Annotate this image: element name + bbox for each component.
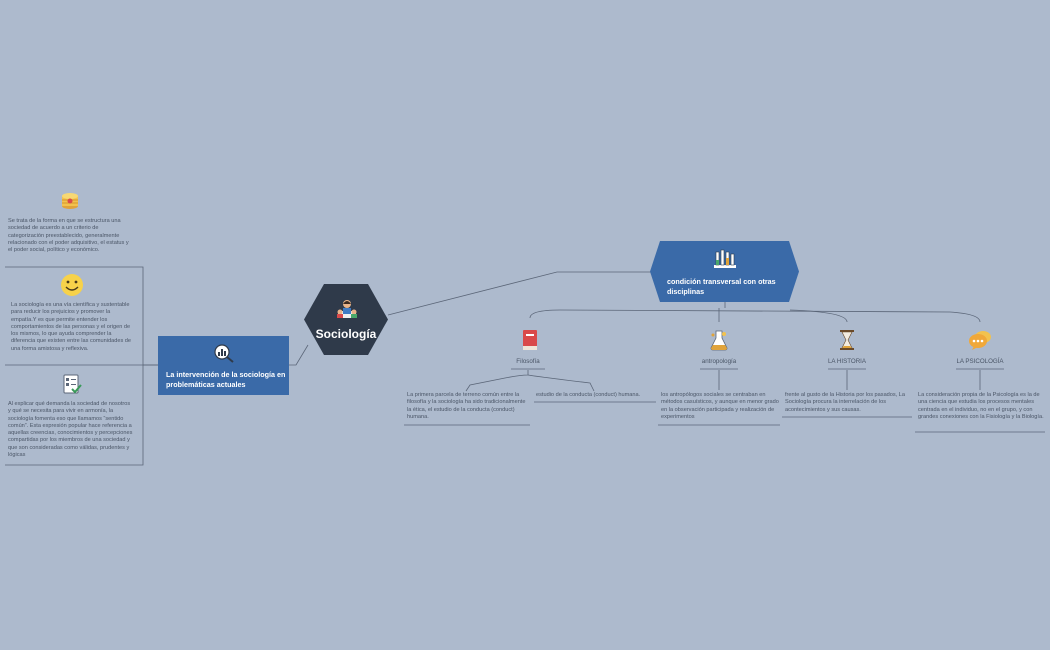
central-topic[interactable]: Sociología	[304, 284, 388, 355]
lab-equipment-icon	[713, 249, 737, 274]
filosofia-note-1: La primera parcela de terreno común entr…	[407, 392, 526, 420]
right-branch-title: condición transversal con otras discipli…	[667, 277, 776, 296]
teacher-students-icon	[336, 298, 358, 325]
topic-label-psicologia[interactable]: LA PSICOLOGÍA	[956, 358, 1004, 365]
historia-note: frente al gusto de la Historia por los p…	[785, 392, 906, 413]
left-branch-node[interactable]: La intervención de la sociología en prob…	[158, 336, 289, 395]
psicologia-note: La consideración propia de la Psicología…	[918, 392, 1044, 420]
red-book-icon	[521, 329, 539, 356]
filosofia-note-2: estudio de la conducta (conduct) humana.	[536, 392, 641, 398]
right-branch-node[interactable]: condición transversal con otras discipli…	[650, 241, 799, 302]
left-note-1: Se trata de la forma en que se estructur…	[8, 218, 129, 254]
left-branch-title: La intervención de la sociología en prob…	[166, 370, 286, 389]
antropologia-note: los antropólogos sociales se centraban e…	[661, 392, 779, 420]
topic-label-historia[interactable]: LA HISTORIA	[827, 358, 867, 365]
speech-bubbles-icon	[968, 329, 992, 356]
checklist-icon	[62, 374, 82, 399]
smiley-face-icon	[60, 273, 84, 302]
left-note-3: Al explicar qué demanda la sociedad de n…	[8, 401, 133, 459]
topic-label-filosofia[interactable]: Filosofía	[516, 358, 540, 365]
central-title: Sociología	[315, 327, 377, 341]
flask-icon	[708, 329, 730, 356]
hourglass-icon	[838, 329, 856, 356]
left-note-2: La sociología es una vía científica y su…	[11, 302, 132, 352]
chart-magnifier-icon	[213, 343, 235, 368]
coin-stack-icon	[61, 192, 79, 215]
topic-label-antropologia[interactable]: antropología	[701, 358, 737, 365]
